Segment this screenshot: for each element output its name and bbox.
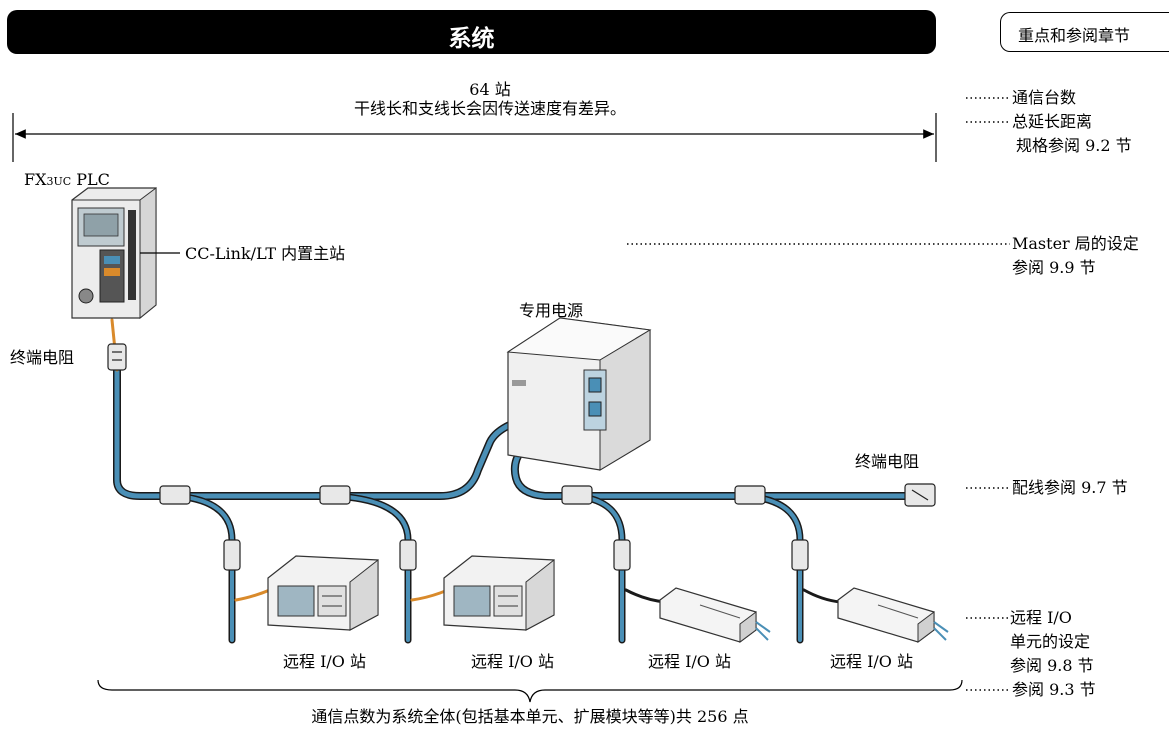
power-supply-label: 专用电源 <box>519 301 584 320</box>
plc-unit <box>71 187 157 320</box>
side-note-total-length: 总延长距离 <box>1012 112 1093 131</box>
remote-station-label-3: 远程 I/O 站 <box>648 652 732 671</box>
leader-lines <box>627 97 1010 691</box>
length-note: 干线长和支线长会因传送速度有差异。 <box>353 99 626 118</box>
plc-model-subscript: 3UC <box>46 175 72 188</box>
remote-io-unit-3 <box>659 587 771 643</box>
plc-model-prefix: FX <box>24 170 47 189</box>
reference-tab: 重点和参阅章节 <box>1000 12 1169 52</box>
side-note-master-ref: 参阅 9.9 节 <box>1012 258 1096 277</box>
remote-station-label-4: 远程 I/O 站 <box>830 652 914 671</box>
drop-connectors <box>223 539 809 571</box>
side-note-remote-io: 远程 I/O <box>1010 608 1072 627</box>
reference-tab-label: 重点和参阅章节 <box>1018 26 1131 45</box>
span-dimension <box>12 113 937 162</box>
remote-io-unit-2 <box>443 555 555 631</box>
terminal-resistor-right-graphic <box>904 483 936 507</box>
builtin-master-label: CC-Link/LT 内置主站 <box>185 244 346 263</box>
remote-station-label-1: 远程 I/O 站 <box>283 652 367 671</box>
side-note-points-ref: 参阅 9.3 节 <box>1012 680 1096 699</box>
bottom-brace <box>97 679 963 703</box>
page-title: 系统 <box>448 26 495 52</box>
side-note-unit-setting: 单元的设定 <box>1010 632 1091 651</box>
power-supply-unit <box>506 317 652 471</box>
remote-io-unit-1 <box>267 555 379 631</box>
terminal-resistor-left-label: 终端电阻 <box>10 348 75 367</box>
remote-io-unit-4 <box>837 587 949 643</box>
plc-model-label: FX3UC PLC <box>24 170 110 192</box>
side-note-spec-ref: 规格参阅 9.2 节 <box>1016 136 1132 155</box>
side-note-comm-count: 通信台数 <box>1012 88 1077 107</box>
remote-station-label-2: 远程 I/O 站 <box>471 652 555 671</box>
stations-count: 64 站 <box>469 80 511 99</box>
plc-model-suffix: PLC <box>71 170 110 189</box>
side-note-remote-ref: 参阅 9.8 节 <box>1010 656 1094 675</box>
side-note-wiring: 配线参阅 9.7 节 <box>1012 478 1128 497</box>
bottom-note: 通信点数为系统全体(包括基本单元、扩展模块等等)共 256 点 <box>311 707 749 726</box>
title-bar: 系统 <box>7 10 936 54</box>
terminal-resistor-right-label: 终端电阻 <box>855 452 920 471</box>
trunk-connectors <box>159 485 766 505</box>
side-note-master-setting: Master 局的设定 <box>1012 234 1139 253</box>
terminal-resistor-left-graphic <box>107 343 127 371</box>
